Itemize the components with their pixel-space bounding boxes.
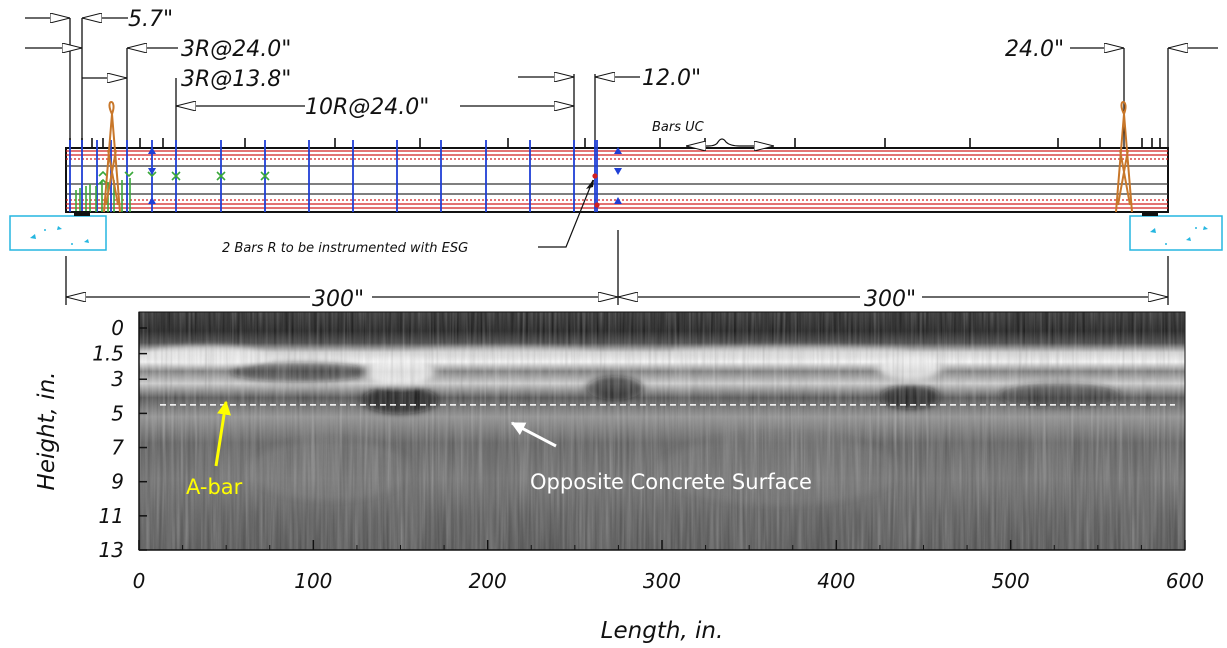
- dimension-label: 10R@24.0": [305, 95, 429, 120]
- y-axis-label: Height, in.: [34, 372, 60, 491]
- dimension-label: 3R@24.0": [181, 37, 291, 62]
- y-tick-label: 5: [111, 401, 124, 425]
- x-tick-label: 600: [1166, 569, 1204, 593]
- gpr-scan: A-bar Opposite Concrete Surface 0 100 200 3…: [34, 311, 1204, 644]
- y-tick-label: 3: [111, 367, 124, 391]
- y-tick-label: 0: [111, 316, 124, 340]
- x-ticks: 0 100 200 300 400 500 600: [133, 540, 1204, 593]
- y-tick-label: 7: [111, 436, 124, 460]
- x-tick-label: 400: [817, 569, 855, 593]
- lifting-loop-left: [103, 101, 121, 213]
- bars-uc-note: Bars UC: [652, 120, 705, 135]
- y-tick-label: 13: [99, 538, 124, 562]
- dimension-label: 24.0": [1005, 37, 1064, 62]
- esg-note: 2 Bars R to be instrumented with ESG: [222, 241, 468, 256]
- x-tick-label: 100: [294, 569, 332, 593]
- opposite-surface-label: Opposite Concrete Surface: [530, 470, 812, 494]
- scan-texture: [139, 312, 1185, 550]
- bearing-pad: [1142, 211, 1158, 216]
- dimension-label: 3R@13.8": [181, 67, 291, 92]
- x-tick-label: 0: [133, 569, 146, 593]
- dimension-label: 12.0": [642, 66, 701, 91]
- support-left: [9, 215, 107, 251]
- blue-markers: [148, 147, 622, 204]
- lifting-loop-right: [1115, 101, 1133, 213]
- x-tick-label: 300: [643, 569, 681, 593]
- support-speckle: [30, 226, 1208, 245]
- x-tick-label: 500: [992, 569, 1030, 593]
- esg-markers: [592, 173, 600, 208]
- span-label: 300": [312, 287, 364, 312]
- x-tick-label: 200: [469, 569, 507, 593]
- beam-drawing: 5.7" 3R@24.0" 3R@13.8" 10R@24.0" 12.0" 2…: [9, 7, 1223, 312]
- opposite-surface-arrow: [510, 421, 557, 448]
- x-axis-label: Length, in.: [601, 618, 724, 644]
- y-tick-label: 9: [111, 470, 124, 494]
- dimension-label: 5.7": [128, 7, 173, 32]
- support-right: [1129, 215, 1223, 251]
- a-bar-arrow: [214, 400, 231, 467]
- dimension-lines: [25, 18, 1218, 305]
- y-tick-label: 1.5: [92, 342, 124, 366]
- bearing-pad: [74, 211, 90, 216]
- y-tick-label: 11: [99, 504, 124, 528]
- beam-outline: [65, 147, 1169, 213]
- a-bar-label: A-bar: [186, 475, 243, 499]
- span-label: 300": [864, 287, 916, 312]
- y-ticks: 01.53 5 7 9 11 13: [92, 316, 147, 562]
- top-bar-ticks: [69, 138, 1161, 148]
